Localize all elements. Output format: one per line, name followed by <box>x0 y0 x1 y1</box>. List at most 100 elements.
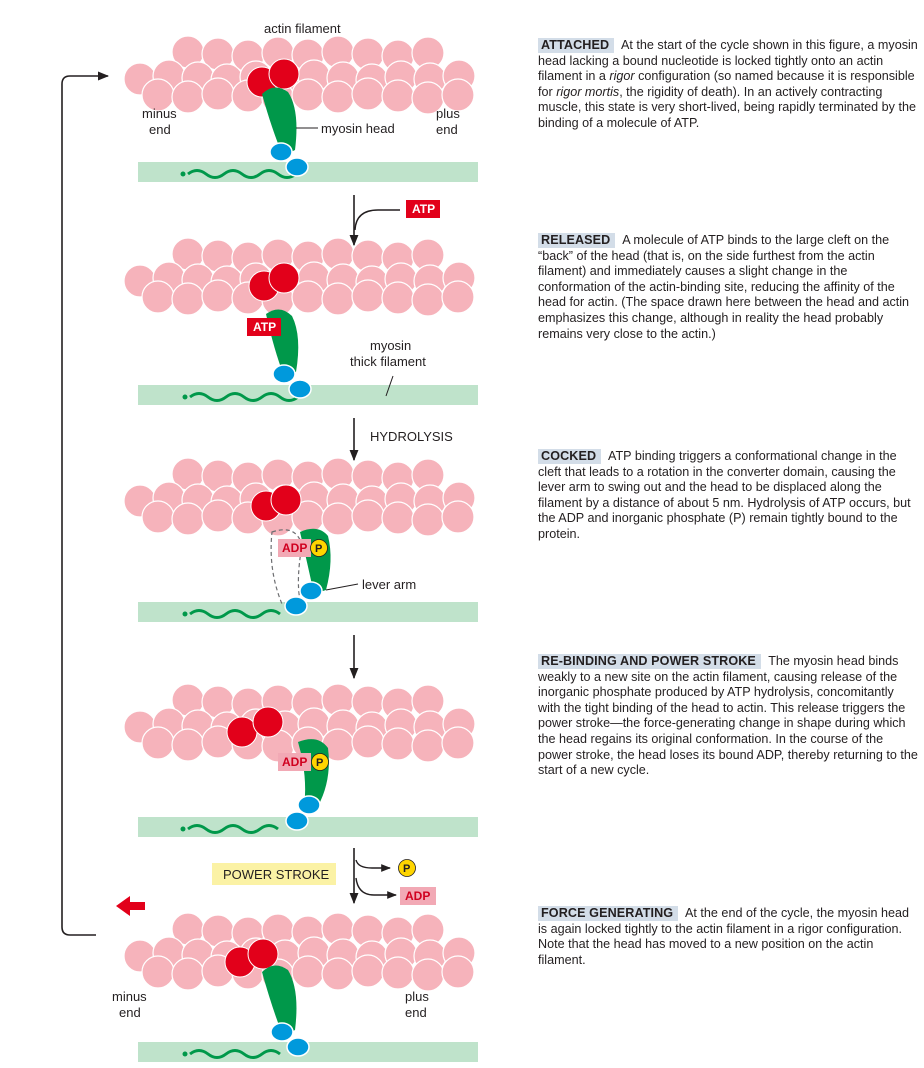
actin-monomer <box>381 956 415 990</box>
hydrolysis-arrow: HYDROLYSIS <box>349 418 453 462</box>
actin-monomer <box>171 957 205 991</box>
svg-text:ADP: ADP <box>405 889 430 903</box>
stage-attached: myosin head actin filament minus end plu… <box>123 21 478 182</box>
plus-end-label-1: plus <box>405 989 429 1004</box>
actin-monomer <box>441 726 475 760</box>
svg-text:ADP: ADP <box>282 755 307 769</box>
atp-tag <box>406 200 440 218</box>
released-phosphate <box>398 859 416 877</box>
power-stroke-tag <box>212 863 336 885</box>
actin-monomer <box>321 957 355 991</box>
bound-phosphate <box>310 539 328 557</box>
step-body: At the end of the cycle, the myosin head… <box>538 906 910 967</box>
actin-filament <box>123 683 476 763</box>
svg-text:ATP: ATP <box>253 320 276 334</box>
myosin-tail-wave <box>187 824 279 834</box>
actin-monomer <box>201 279 235 313</box>
minus-end-label-2: end <box>149 122 171 137</box>
minus-end-label-1: minus <box>112 989 147 1004</box>
step-cocked-description: COCKED ATP binding triggers a conformati… <box>538 449 918 543</box>
minus-end-label-1: minus <box>142 106 177 121</box>
stage-released: ATP myosin thick filament <box>123 237 478 405</box>
myosin-neck <box>270 1022 294 1042</box>
actin-binding-sites <box>250 484 302 522</box>
step-released-description: RELEASED A molecule of ATP binds to the … <box>538 233 918 342</box>
actin-filament <box>123 237 476 317</box>
actin-monomer <box>351 954 385 988</box>
cycle-return-arrow <box>61 71 110 936</box>
previous-head-outline <box>270 529 303 605</box>
myosin-tail-wave <box>189 1049 281 1059</box>
step-body: ATP binding triggers a conformational ch… <box>538 449 911 541</box>
actin-monomer <box>141 280 175 314</box>
myosin-tail-wave <box>189 609 281 619</box>
actin-monomer <box>441 955 475 989</box>
plus-end-label-1: plus <box>436 106 460 121</box>
myosin-head <box>262 965 297 1036</box>
myosin-neck <box>272 364 296 384</box>
actin-monomer <box>291 78 325 112</box>
actin-binding-sites <box>226 706 284 748</box>
actin-monomer <box>351 279 385 313</box>
svg-text:P: P <box>403 863 410 875</box>
svg-text:P: P <box>316 757 323 769</box>
thick-filament-label-2: thick filament <box>350 354 426 369</box>
step-body: The myosin head binds weakly to a new si… <box>538 654 918 778</box>
actin-monomer <box>321 502 355 536</box>
power-stroke-arrow: P ADP POWER STROKE <box>212 848 436 905</box>
actin-monomer <box>381 281 415 315</box>
myosin-head-label: myosin head <box>321 121 395 136</box>
actin-monomer <box>381 727 415 761</box>
thick-filament-label-1: myosin <box>370 338 411 353</box>
actin-monomer <box>201 499 235 533</box>
hydrolysis-label: HYDROLYSIS <box>370 429 453 444</box>
actin-monomer <box>171 728 205 762</box>
actin-monomer <box>171 80 205 114</box>
minus-end-label-2: end <box>119 1005 141 1020</box>
actin-monomer <box>381 79 415 113</box>
myosin-neck <box>297 795 321 815</box>
actin-monomer <box>171 502 205 536</box>
actin-monomer <box>321 282 355 316</box>
actin-monomer <box>411 283 445 317</box>
step-body: A molecule of ATP binds to the large cle… <box>538 233 910 341</box>
step-force-generating-description: FORCE GENERATING At the end of the cycle… <box>538 906 918 968</box>
actin-filament <box>123 912 476 992</box>
actin-monomer <box>201 77 235 111</box>
actin-binding-sites <box>224 938 279 978</box>
step-attached-description: ATTACHED At the start of the cycle shown… <box>538 38 918 132</box>
actin-monomer <box>351 725 385 759</box>
actin-filament-label: actin filament <box>264 21 341 36</box>
actin-monomer <box>291 955 325 989</box>
actin-monomer <box>381 501 415 535</box>
atp-binding-arrow: ATP <box>349 195 440 247</box>
stage-cocked: ADP P lever arm <box>123 457 478 622</box>
step-title: COCKED <box>538 449 602 464</box>
actin-filament <box>123 35 476 115</box>
plus-end-label-2: end <box>405 1005 427 1020</box>
bound-atp-tag <box>247 318 281 336</box>
actin-monomer <box>411 729 445 763</box>
released-adp-tag <box>400 887 436 905</box>
stage-force-generating: minus end plus end <box>112 896 478 1062</box>
bound-adp-tag <box>278 539 311 557</box>
bound-adp-tag <box>278 753 311 771</box>
myosin-tail-wave <box>189 392 299 402</box>
actin-monomer <box>141 500 175 534</box>
actin-binding-sites <box>248 262 300 302</box>
actin-monomer <box>411 958 445 992</box>
actin-monomer <box>351 499 385 533</box>
myosin-head <box>262 87 297 156</box>
thick-filament <box>138 602 478 622</box>
step-title: FORCE GENERATING <box>538 906 679 921</box>
thick-filament <box>138 817 478 837</box>
myosin-tail-wave <box>187 169 297 179</box>
svg-text:ATP: ATP <box>412 202 435 216</box>
stage-rebinding: ADP P <box>123 683 478 837</box>
myosin-neck <box>269 142 293 162</box>
actin-monomer <box>351 77 385 111</box>
lever-arm-label: lever arm <box>362 577 416 592</box>
step-title: RE-BINDING AND POWER STROKE <box>538 654 761 669</box>
bound-phosphate <box>311 753 329 771</box>
